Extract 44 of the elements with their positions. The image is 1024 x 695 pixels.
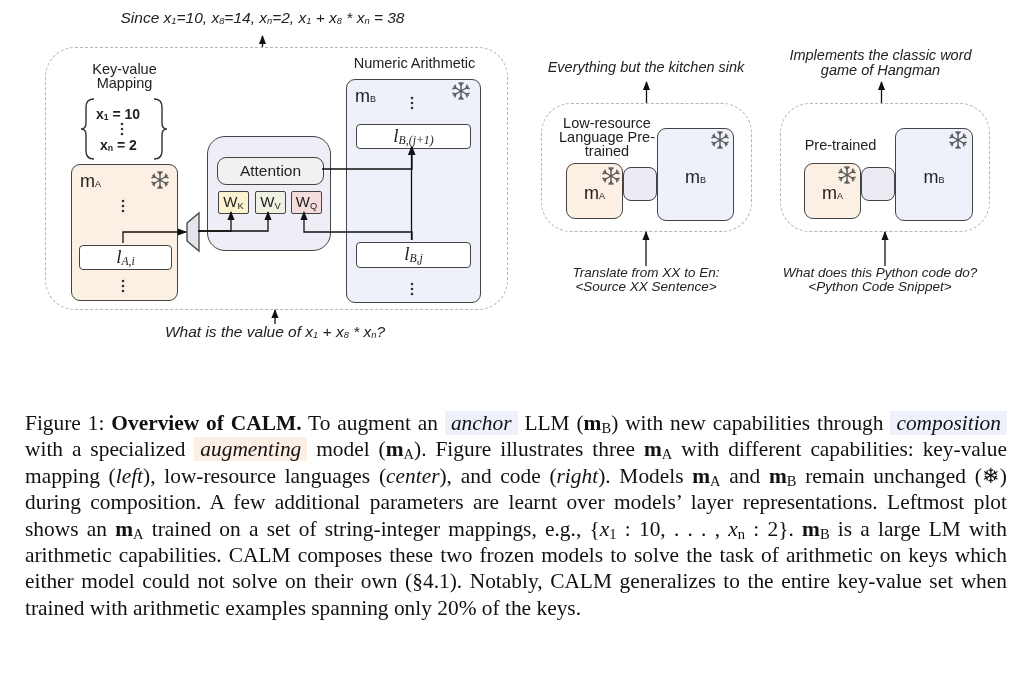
- arrow: [197, 211, 272, 232]
- question-text: Translate from XX to En: <Source XX Sentence>: [571, 266, 721, 293]
- model-heading: Low-resource Language Pre-trained: [558, 116, 656, 158]
- dashed-group: [541, 103, 752, 232]
- arrow: [877, 81, 886, 104]
- connector-box: [623, 167, 657, 201]
- model-heading: Key-value Mapping: [91, 62, 158, 90]
- attention-module: [207, 136, 331, 251]
- connector-box: [861, 167, 895, 201]
- arrow: [642, 231, 650, 267]
- dashed-group: [780, 103, 990, 232]
- arrow: [321, 146, 416, 170]
- arrow: [122, 228, 187, 244]
- attention-label: Attention: [238, 162, 303, 180]
- model-box: [657, 128, 734, 221]
- output-text: Implements the classic word game of Hangman: [788, 48, 973, 77]
- output-text: Since x$_{1}$=10, x$_{8}$=14, x$_{n}$=2, x$_{1}$ + x$_{8}$ * x$_{n}$ = 38: [119, 10, 406, 27]
- weight-label: W$_{V}$: [259, 193, 282, 212]
- layer-box: [356, 242, 471, 268]
- output-text: Everything but the kitchen sink: [546, 60, 746, 75]
- dashed-group: [45, 47, 508, 310]
- model-box: [895, 128, 973, 221]
- arrow: [258, 35, 267, 48]
- layer-box: [356, 124, 471, 149]
- arrow: [642, 81, 651, 104]
- projection-trapezoid: [187, 213, 199, 251]
- model-heading: Numeric Arithmetic: [352, 56, 477, 70]
- weight-label: W$_{K}$: [222, 193, 245, 212]
- arrow: [271, 309, 279, 325]
- weight-label: W$_{Q}$: [294, 193, 319, 212]
- arrow: [300, 211, 413, 241]
- figure-caption: Figure 1: Overview of CALM. To augment an anchor LLM (m$_{B}$) with new capabilities through composition with a specialized augmenting model (m$_{A}$). Figure illustrates three m$_{A}$ with different capabilities: key-value mapping (left), low-resource languages (center), and code (right). Models m$_{A}$ and m$_{B}$ remain unchanged (❄) during composition. A few additional parameters are learnt over models’ layer representations. Leftmost plot shows an m$_{A}$ trained on a set of string-integer mappings, e.g., {x$_{1}$ : 10, . . . , x$_{n}$ : 2}. m$_{B}$ is a large LM with arithmetic capabilities. CALM composes these two frozen models to solve the task of arithmetic on keys which either model could not solve on their own (§4.1). Notably, CALM generalizes to the entire key-value set when trained with arithmetic examples spanning only 20% of the keys.: [25, 410, 1007, 622]
- key-value-label: x$_{n}$ = 2: [100, 137, 137, 153]
- layer-box: [79, 245, 172, 270]
- layer-label: l$_{A,i}$: [115, 246, 136, 269]
- attention-box: [217, 157, 324, 185]
- model-heading: Pre-trained: [803, 138, 878, 152]
- layer-label: l$_{B,(j+1)}$: [392, 125, 435, 148]
- question-text: What is the value of x$_{1}$ + x$_{8}$ * x$_{n}$?: [163, 324, 387, 341]
- layer-label: l$_{B,j}$: [403, 244, 424, 266]
- question-text: What does this Python code do? <Python Code Snippet>: [781, 266, 979, 293]
- key-value-label: x$_{1}$ = 10: [96, 106, 141, 122]
- model-box: [71, 164, 178, 301]
- arrow: [881, 231, 889, 267]
